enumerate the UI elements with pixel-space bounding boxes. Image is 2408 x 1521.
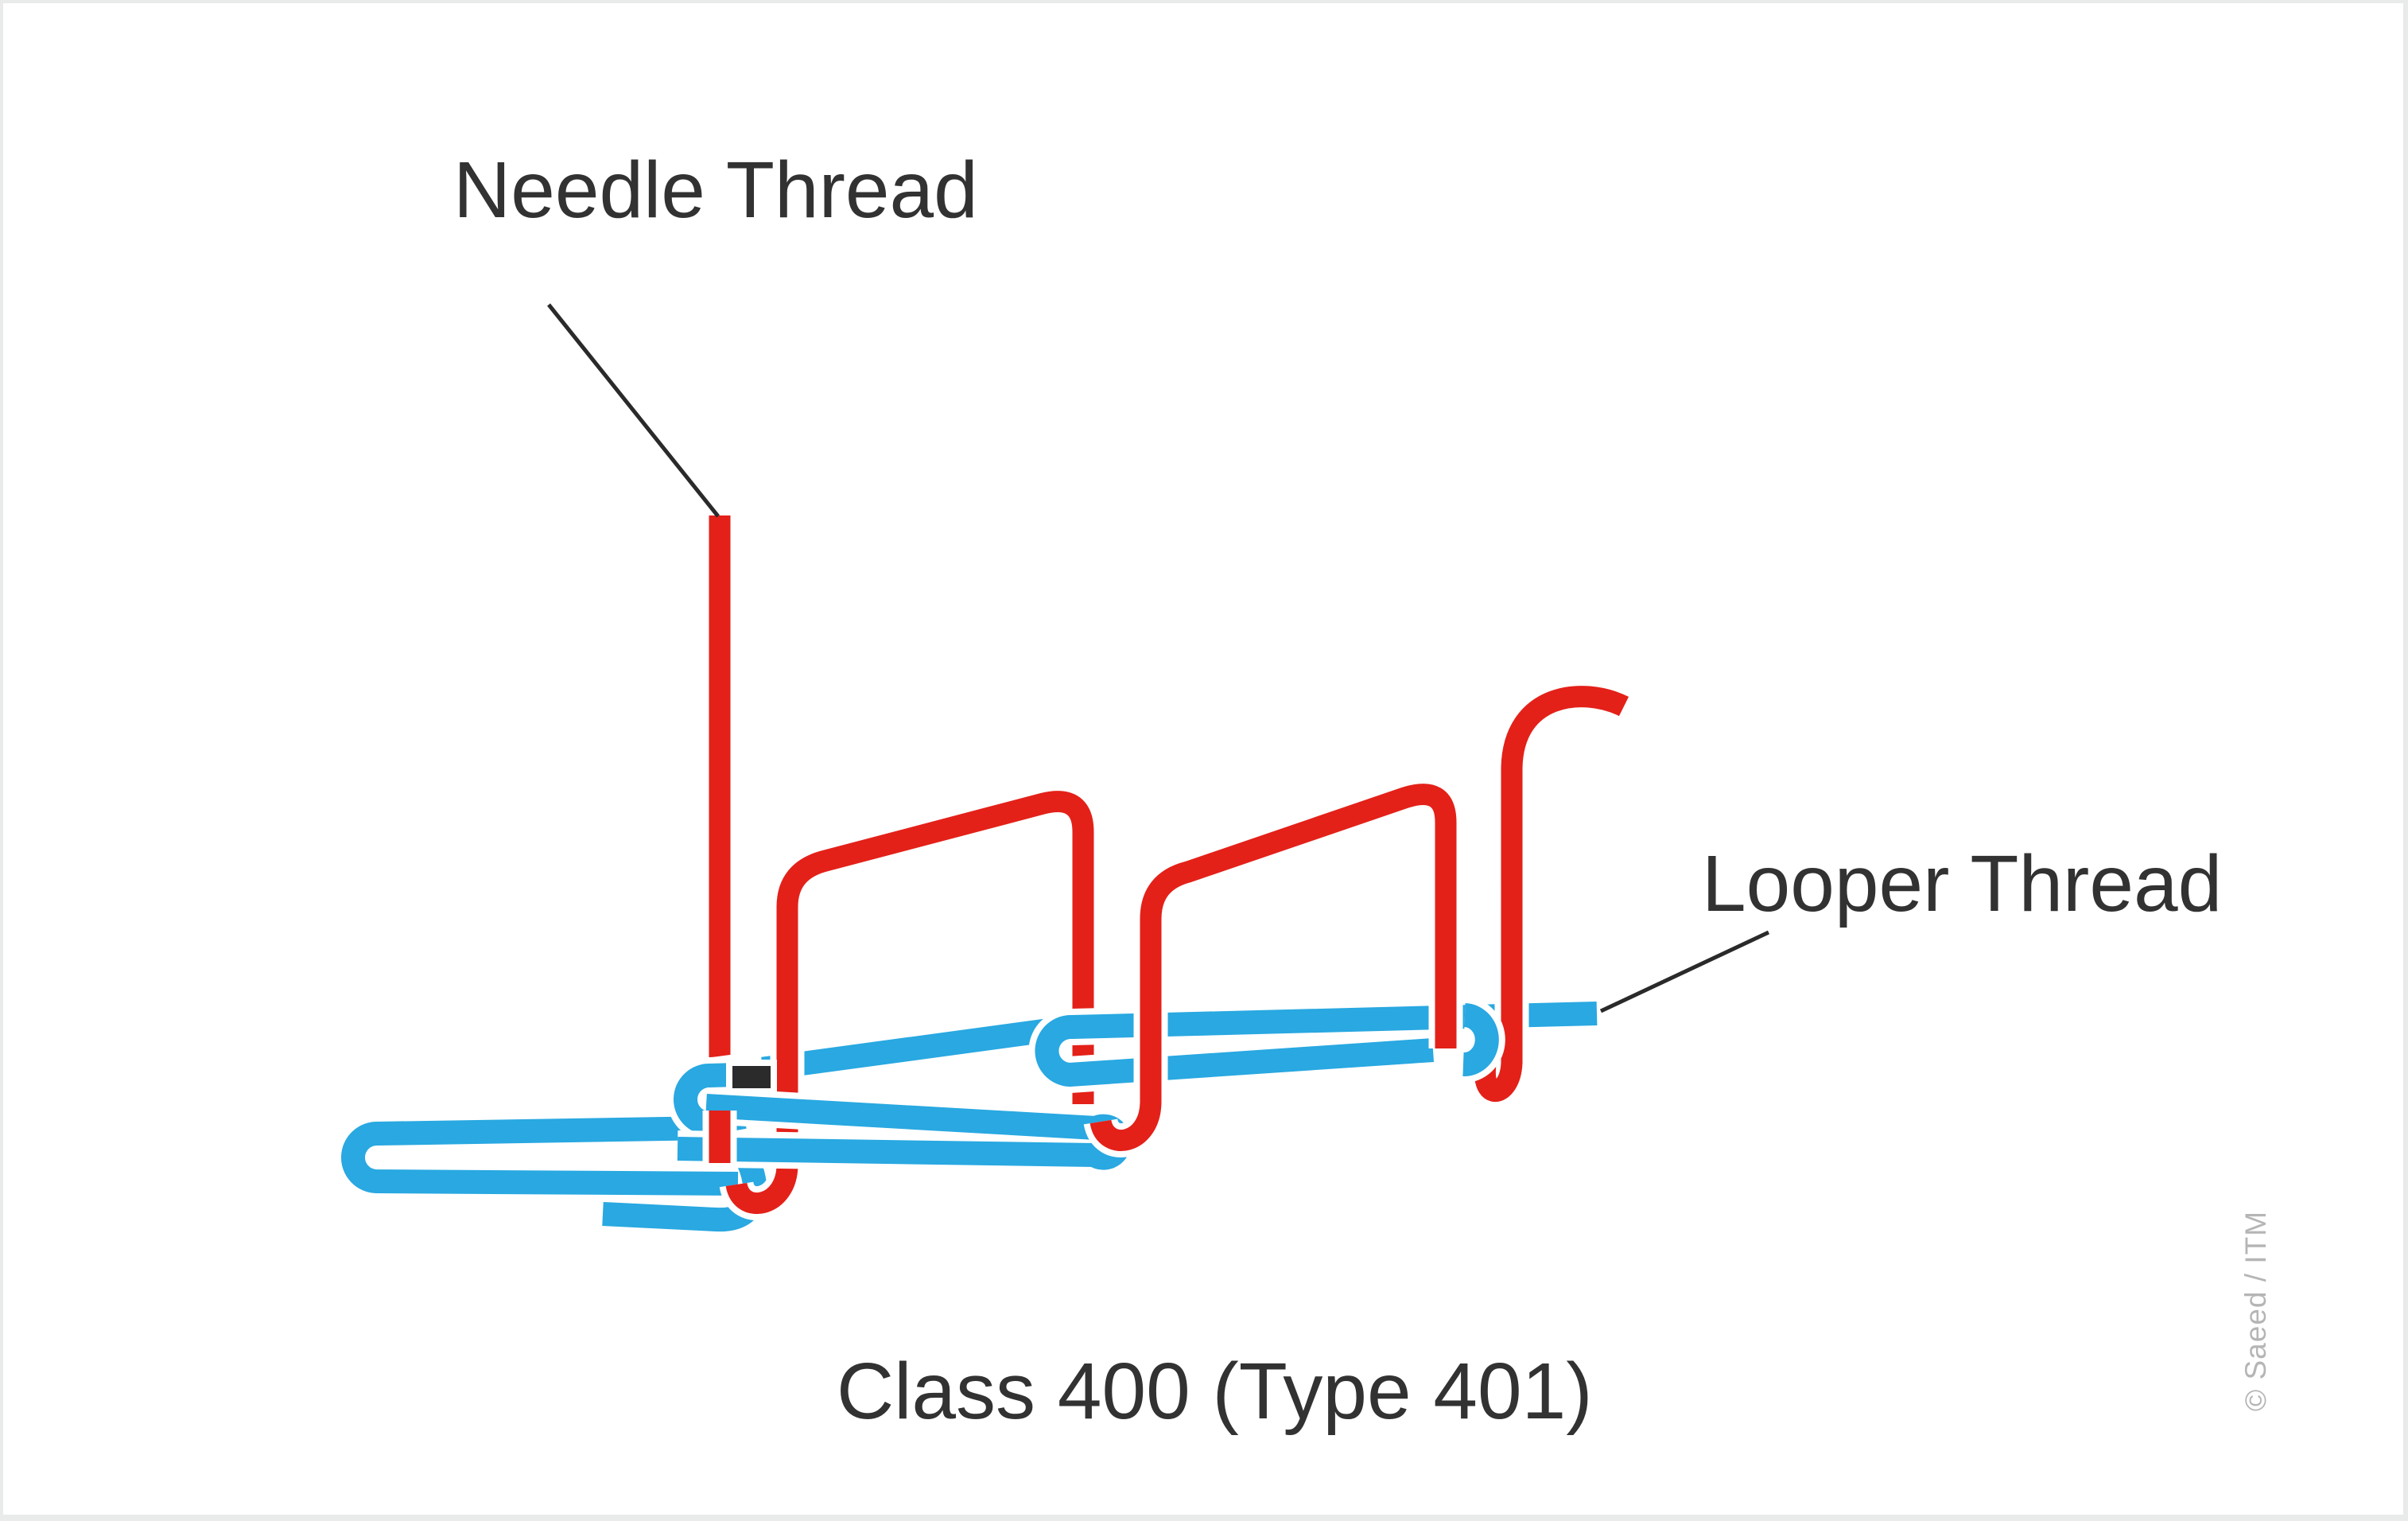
needle-end (1474, 686, 1629, 1102)
looper-rows (1035, 1002, 1598, 1087)
looper-left-hairpin (341, 1116, 739, 1196)
needle-loop2 (1089, 784, 1457, 1151)
watermark: © Saeed / ITM (2239, 1211, 2272, 1411)
looper-label-pointer-line (1599, 930, 1770, 1013)
diagram-caption: Class 400 (Type 401) (837, 1347, 1593, 1436)
looper-cap1 (674, 1062, 763, 1135)
needle-thread-label: Needle Thread (453, 146, 978, 235)
looper-thread-label: Looper Thread (1702, 839, 2222, 928)
needle-loop1 (725, 791, 1094, 1215)
needle-label-pointer-line (547, 303, 720, 518)
looper-ucap3 (1462, 1003, 1499, 1076)
fabric-mark (732, 1066, 771, 1088)
